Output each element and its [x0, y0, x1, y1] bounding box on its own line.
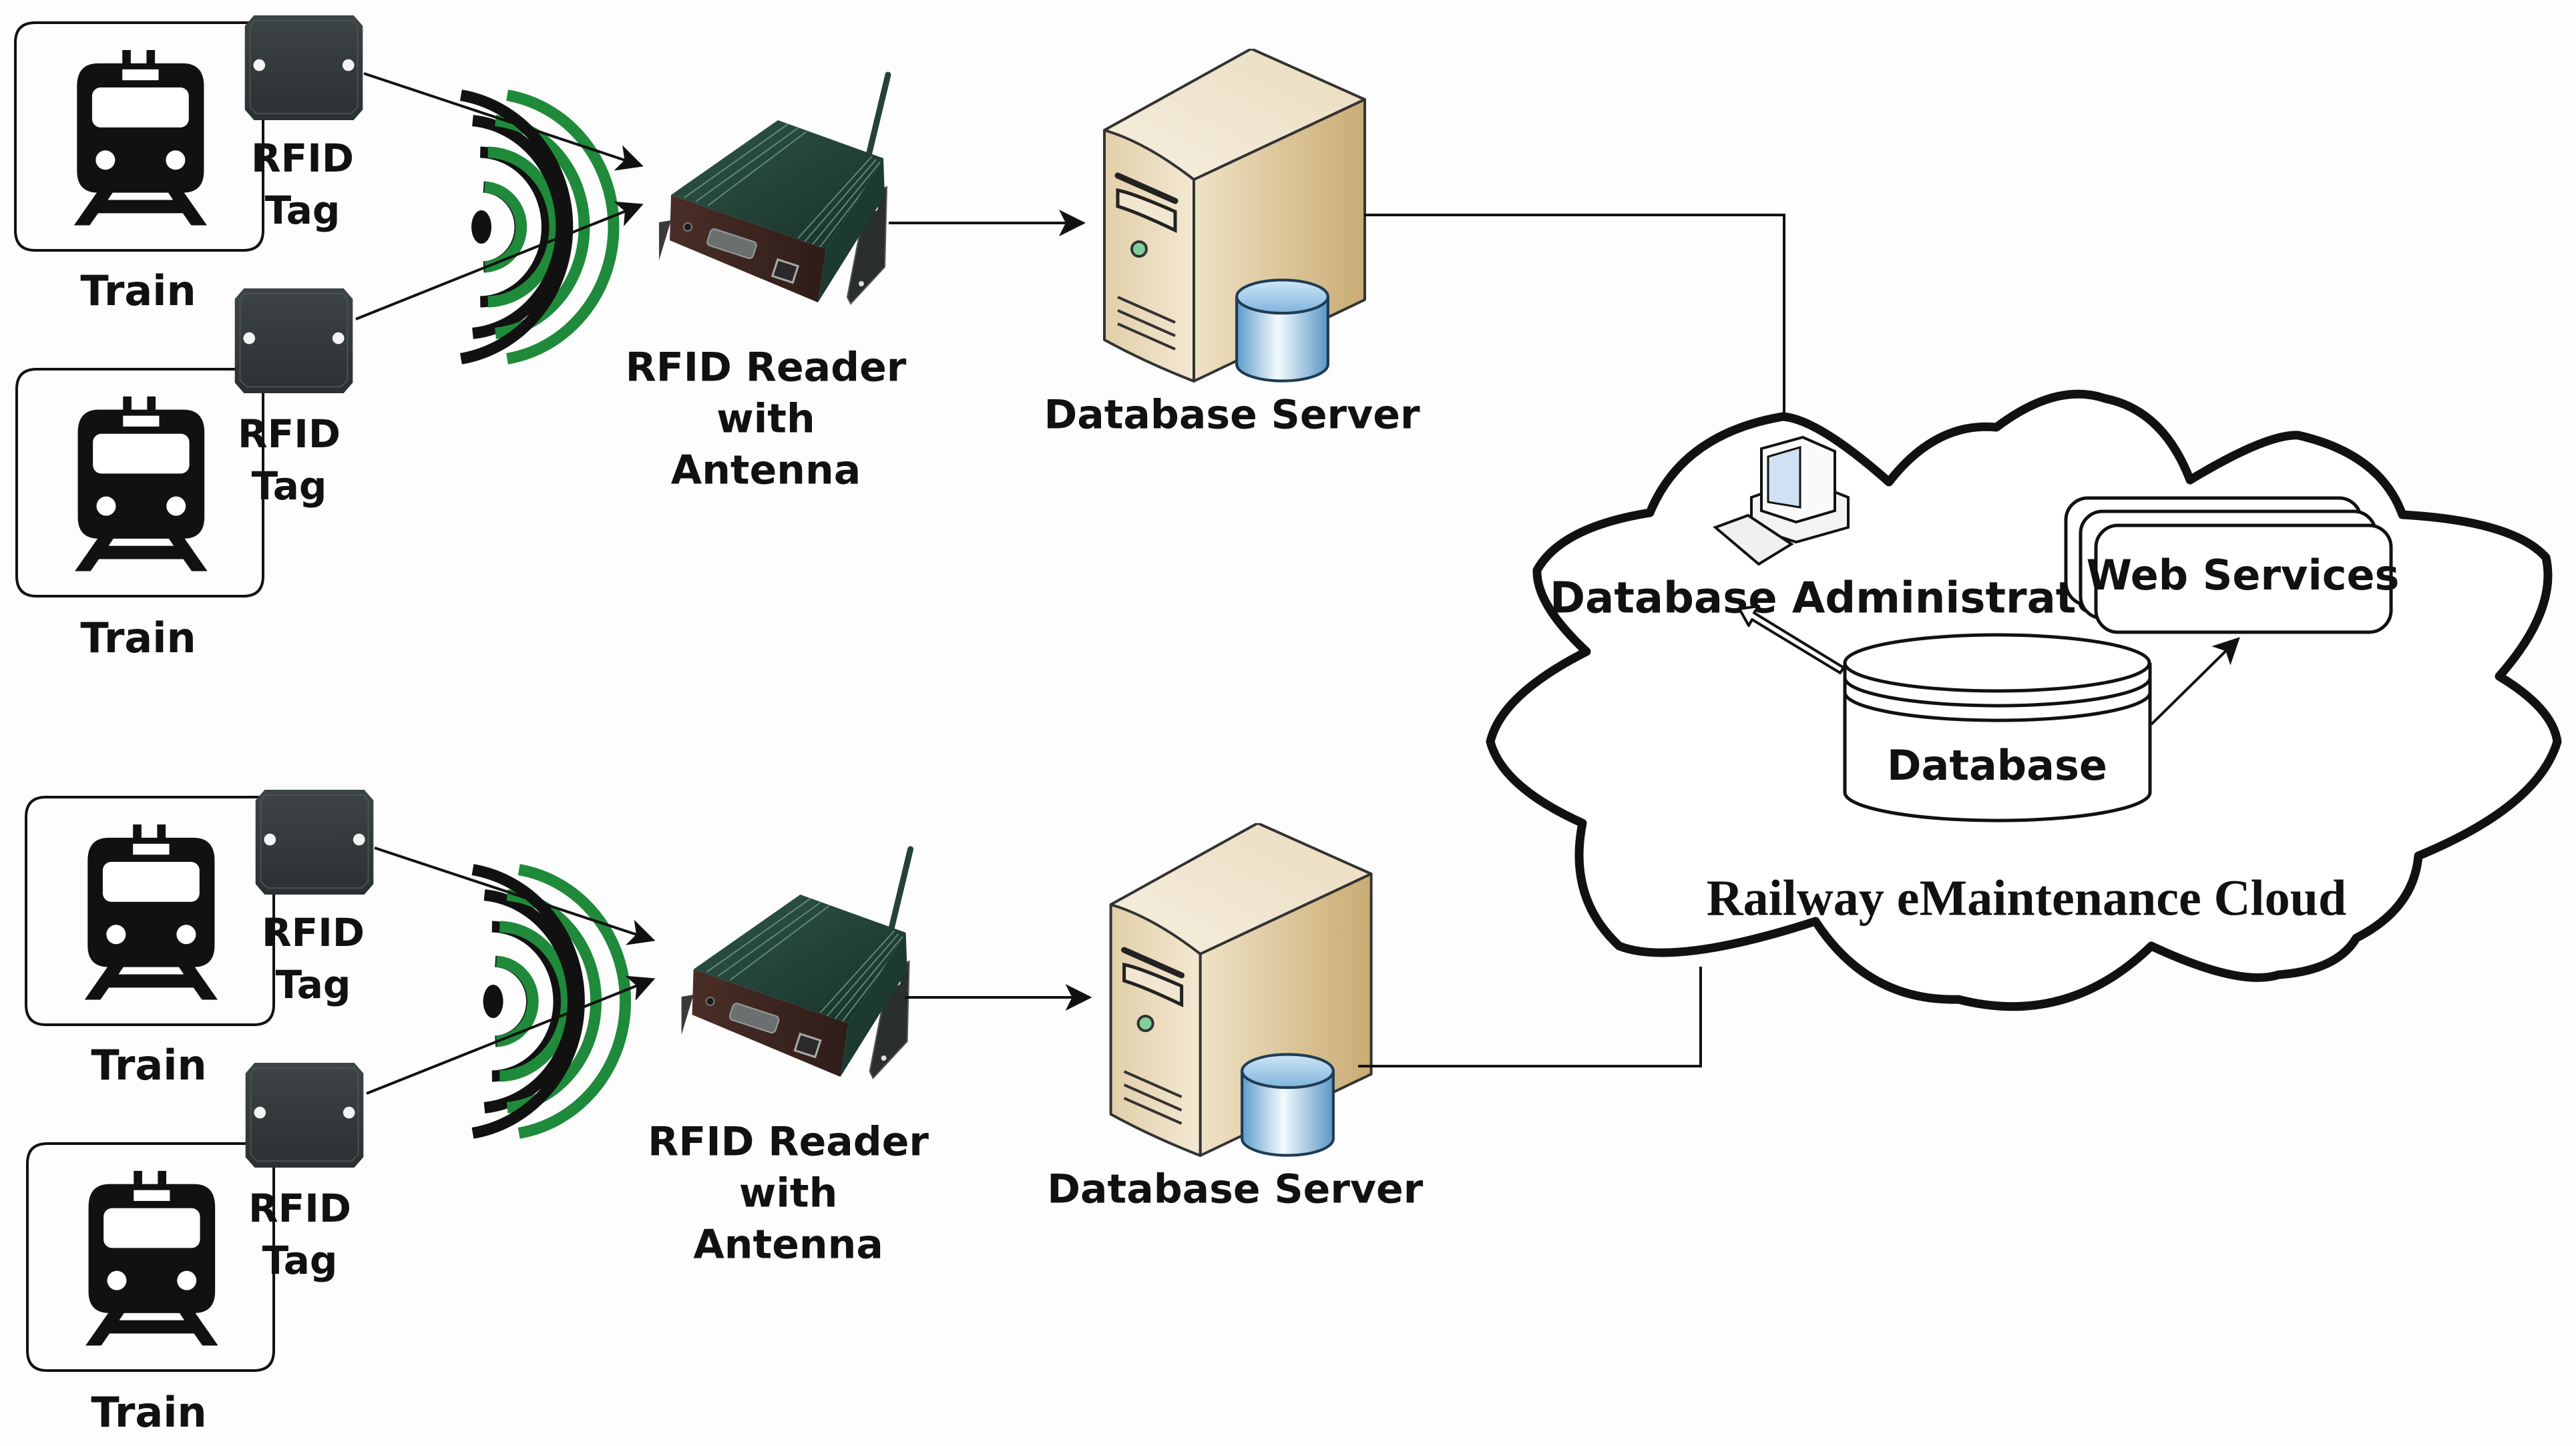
train-icon: [73, 49, 207, 226]
web-services-stack: [2064, 496, 2393, 634]
signal-arc-right: [499, 921, 572, 1082]
signal-arc-right: [487, 146, 561, 308]
database-administrator-label: Database Administrator: [1550, 574, 2127, 624]
rfid-tag-label-line2: Tag: [265, 188, 341, 233]
server-to-cloud-connector: [1364, 214, 1785, 446]
rfid-tag-label-line1: RFID: [251, 136, 354, 181]
tag-to-reader-arrow: [355, 201, 644, 320]
rfid-tag-label-line1: RFID: [248, 1186, 351, 1231]
train-label: Train: [91, 1388, 206, 1437]
signal-arc-right: [517, 864, 632, 1139]
rfid-tag-icon: [244, 1063, 365, 1168]
signal-arc-left: [471, 864, 585, 1139]
signal-center-dot: [483, 985, 503, 1018]
signal-arc-left: [459, 89, 574, 365]
database-server-label: Database Server: [1044, 392, 1420, 439]
rfid-reader-icon: [682, 849, 911, 1078]
web-services-label: Web Services: [2087, 551, 2400, 599]
rfid-tag-icon: [254, 790, 375, 895]
train-icon: [85, 1170, 218, 1346]
train-unit: Train RFID Tag: [26, 1063, 365, 1437]
administrator-computer-icon: [1713, 435, 1850, 566]
train-label: Train: [91, 1041, 206, 1090]
database-server-label: Database Server: [1047, 1166, 1423, 1213]
train-unit: Train RFID Tag: [25, 790, 375, 1090]
reader-label-line1: RFID Reader: [626, 344, 907, 391]
server-database-cylinder-icon: [1237, 280, 1328, 381]
rfid-tag-label-line2: Tag: [276, 962, 351, 1007]
database-to-web-services-arrow: [2150, 637, 2240, 726]
rfid-tag-label-line1: RFID: [238, 411, 341, 457]
train-icon: [84, 824, 218, 1000]
rf-signal-waves: [471, 864, 632, 1139]
train-box: [26, 1142, 275, 1372]
cloud-database-icon: [1843, 633, 2152, 822]
signal-arc-right: [506, 89, 620, 365]
signal-center-dot: [471, 210, 491, 244]
signal-arc-left: [472, 115, 568, 339]
rfid-tag-label-line1: RFID: [262, 910, 365, 955]
train-label: Train: [80, 614, 196, 662]
reader-label-line1: RFID Reader: [648, 1119, 929, 1166]
train-unit: Train RFID Tag: [15, 288, 354, 662]
train-label: Train: [80, 266, 196, 315]
train-box: [14, 21, 264, 252]
tag-to-reader-arrow: [374, 847, 656, 945]
train-icon: [75, 396, 208, 571]
server-to-cloud-connector: [1358, 967, 1702, 1067]
cloud-title: Railway eMaintenance Cloud: [1707, 870, 2346, 926]
rfid-tag-label-line2: Tag: [262, 1238, 338, 1283]
train-box: [25, 796, 275, 1026]
train-box: [15, 368, 264, 597]
reader-label-line3: Antenna: [671, 447, 861, 494]
database-to-admin-arrow: [1738, 605, 1845, 674]
tag-to-reader-arrow: [363, 72, 644, 171]
web-services-box: [2094, 523, 2393, 634]
reader-label-line2: with: [716, 396, 815, 443]
reader-label-line3: Antenna: [693, 1222, 883, 1268]
rfid-tag-label-line2: Tag: [252, 463, 327, 509]
tag-to-reader-arrow: [366, 975, 656, 1095]
rf-signal-waves: [459, 89, 620, 365]
rfid-reader-icon: [659, 75, 888, 304]
rfid-tag-icon: [244, 15, 364, 120]
server-database-cylinder-icon: [1242, 1054, 1333, 1155]
cloud-database-label: Database: [1887, 741, 2107, 790]
train-unit: Train RFID Tag: [14, 15, 364, 315]
reader-label-line2: with: [739, 1170, 837, 1217]
rfid-tag-icon: [234, 288, 354, 393]
signal-arc-left: [483, 889, 579, 1114]
